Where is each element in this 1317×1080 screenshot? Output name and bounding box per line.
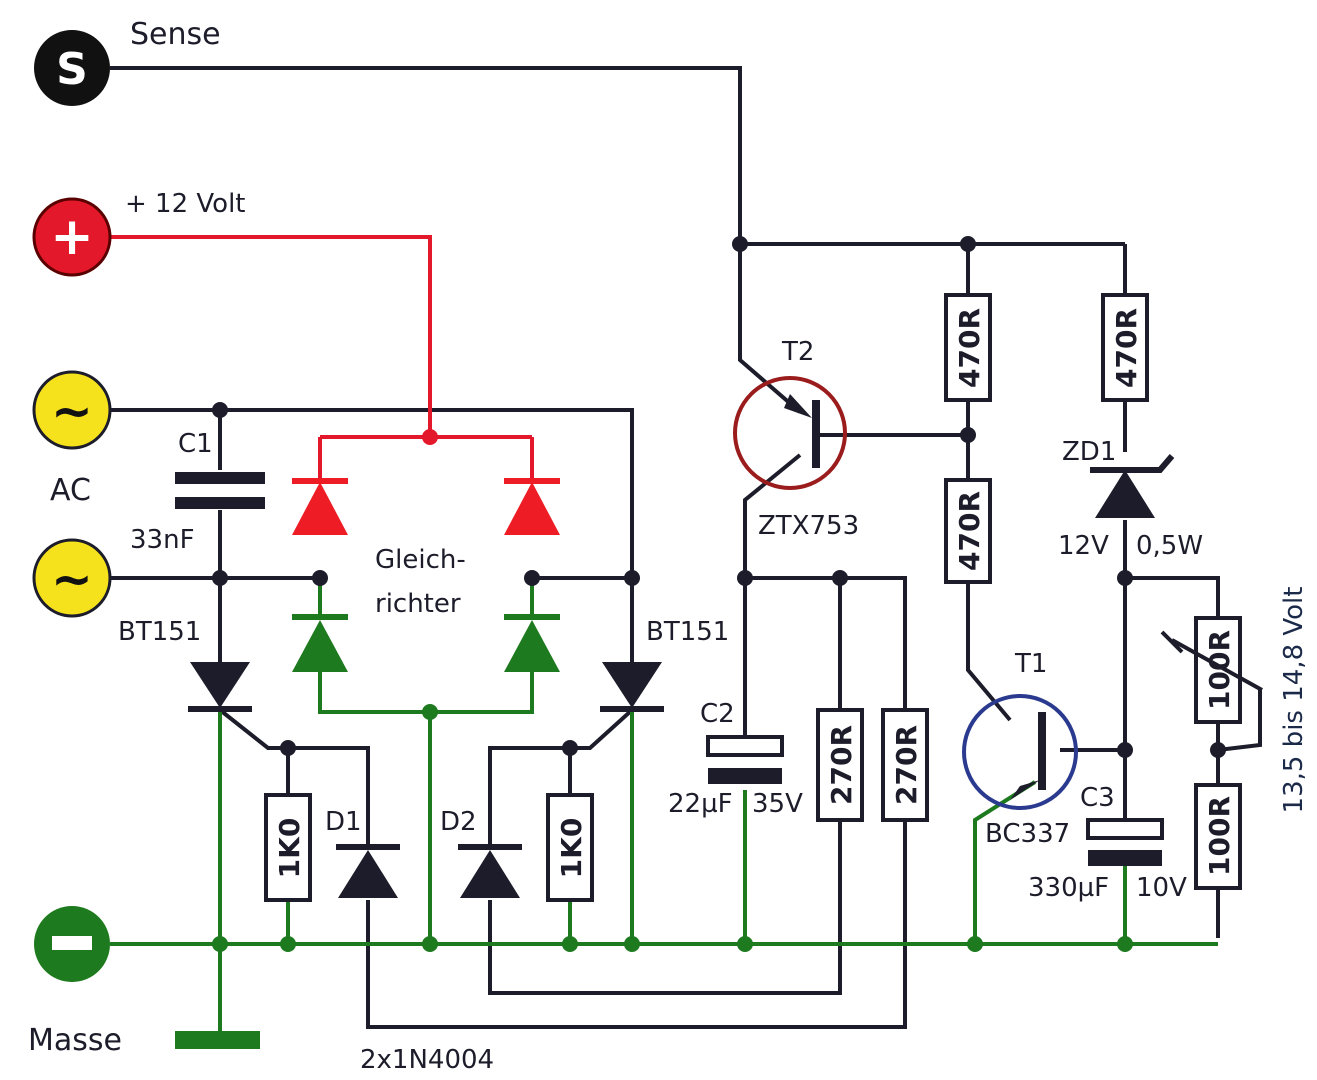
- c3-value: 330µF: [1028, 873, 1109, 903]
- resistor-1k0-left: 1K0: [264, 793, 312, 902]
- resistor-470r-mid: 470R: [944, 478, 992, 584]
- pot-value: 100R: [1203, 630, 1236, 710]
- resistor-470r-top: 470R: [944, 293, 992, 402]
- thyristor-left: [188, 662, 252, 712]
- c1-value: 33nF: [130, 525, 195, 555]
- bridge-diode-green-right: [504, 614, 560, 672]
- plus-terminal: +: [32, 197, 112, 277]
- thyristor-right: [600, 662, 664, 712]
- c2-name: C2: [700, 699, 735, 729]
- c3-name: C3: [1080, 783, 1115, 813]
- resistor-100r-value: 100R: [1203, 796, 1236, 876]
- resistor-470r-top-value: 470R: [953, 308, 986, 388]
- voltage-range-label: 13,5 bis 14,8 Volt: [1279, 587, 1309, 814]
- resistor-270r-2-value: 270R: [890, 725, 923, 805]
- d2-label: D2: [440, 807, 477, 837]
- ac-top-terminal-circle: [32, 370, 112, 450]
- resistor-1k0-left-value: 1K0: [273, 818, 306, 879]
- ac-top-terminal-glyph: ~: [51, 382, 93, 440]
- resistor-470r-mid-value: 470R: [953, 491, 986, 571]
- thyristor-right-label: BT151: [646, 617, 729, 647]
- capacitor-c3: [1086, 818, 1164, 866]
- ground-label: Masse: [28, 1023, 122, 1058]
- ac-top-terminal: ~: [32, 370, 112, 450]
- c2-voltage: 35V: [752, 789, 803, 819]
- ground-terminal: [34, 906, 110, 982]
- plus-label: + 12 Volt: [125, 189, 246, 219]
- resistor-270r-1: 270R: [816, 708, 864, 822]
- bridge-label-1: Gleich-: [375, 545, 466, 575]
- resistor-270r-1-value: 270R: [825, 725, 858, 805]
- diode-d1: [336, 844, 400, 898]
- junctions: [212, 236, 1226, 952]
- c3-voltage: 10V: [1136, 873, 1187, 903]
- sense-terminal-circle: [34, 30, 110, 106]
- diode-d2: [458, 844, 522, 898]
- resistor-470r-zener: 470R: [1101, 293, 1149, 402]
- zd1-name: ZD1: [1062, 437, 1116, 467]
- diodes-note: 2x1N4004: [360, 1045, 494, 1075]
- capacitor-c2: [706, 735, 784, 784]
- plus-terminal-circle: [32, 197, 112, 277]
- t2-name: T2: [781, 337, 814, 367]
- bridge-label-2: richter: [375, 589, 461, 619]
- ground-terminal-bar: [52, 936, 92, 950]
- plus-terminal-glyph: +: [50, 207, 94, 267]
- resistor-470r-zener-value: 470R: [1110, 308, 1143, 388]
- red-wires: [110, 235, 534, 480]
- ac-label: AC: [50, 473, 91, 508]
- ac-bottom-terminal-glyph: ~: [51, 550, 93, 608]
- sense-terminal-glyph: S: [56, 44, 88, 95]
- sense-label: Sense: [130, 17, 221, 52]
- zd1-value: 12V: [1058, 531, 1109, 561]
- sense-terminal: S: [34, 30, 110, 106]
- bridge-diode-red-left: [292, 478, 348, 535]
- zd1-power: 0,5W: [1136, 531, 1203, 561]
- resistor-1k0-right-value: 1K0: [555, 818, 588, 879]
- capacitor-c1: [175, 472, 265, 509]
- resistor-270r-2: 270R: [881, 708, 929, 822]
- ac-bottom-terminal: ~: [32, 538, 112, 618]
- resistor-1k0-right: 1K0: [546, 793, 594, 902]
- potentiometer-100r: 100R: [1160, 616, 1263, 724]
- t1-name: T1: [1014, 649, 1047, 679]
- bridge-diode-green-left: [292, 614, 348, 672]
- t1-type: BC337: [985, 819, 1070, 849]
- c2-value: 22µF: [668, 789, 733, 819]
- zener-zd1: [1090, 454, 1175, 518]
- resistor-100r: 100R: [1194, 783, 1242, 890]
- ac-bottom-terminal-circle: [32, 538, 112, 618]
- transistor-t2: [733, 376, 847, 490]
- bridge-diode-red-right: [504, 478, 560, 535]
- t2-type: ZTX753: [758, 511, 859, 541]
- thyristor-left-label: BT151: [118, 617, 201, 647]
- transistor-t1: [962, 694, 1078, 810]
- d1-label: D1: [325, 807, 362, 837]
- c1-name: C1: [178, 429, 213, 459]
